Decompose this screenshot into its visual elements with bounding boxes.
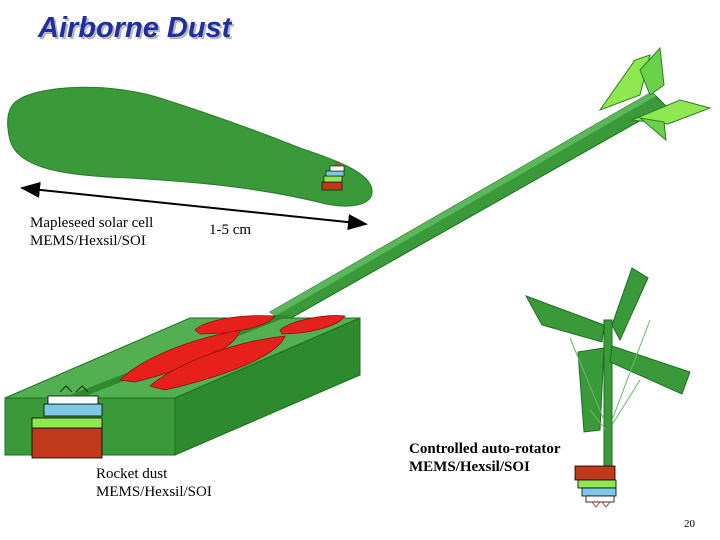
rocket-fins xyxy=(598,46,712,142)
autorotator-label-line2: MEMS/Hexsil/SOI xyxy=(409,459,530,475)
rocket-label-line2: MEMS/Hexsil/SOI xyxy=(96,484,212,500)
autorotator-label-line1: Controlled auto-rotator xyxy=(409,441,561,457)
auto-rotator xyxy=(524,267,691,508)
mapleseed-solar-cell xyxy=(7,86,373,207)
slide-title: Airborne Dust xyxy=(38,12,232,44)
mapleseed-label: Mapleseed solar cell MEMS/Hexsil/SOI xyxy=(30,214,153,250)
rocket-chip xyxy=(31,385,103,459)
autorotator-label: Controlled auto-rotator MEMS/Hexsil/SOI xyxy=(409,440,561,476)
dimension-label: 1-5 cm xyxy=(209,222,252,238)
rocket-rod xyxy=(269,91,667,323)
dimension-arrow xyxy=(20,181,368,231)
rocket-label-line1: Rocket dust xyxy=(96,466,168,482)
mapleseed-label-line1: Mapleseed solar cell xyxy=(30,215,154,231)
mapleseed-label-line2: MEMS/Hexsil/SOI xyxy=(30,233,146,249)
rocket-label: Rocket dust MEMS/Hexsil/SOI xyxy=(96,465,212,501)
page-number: 20 xyxy=(684,518,695,530)
rocket-pads xyxy=(119,315,346,391)
